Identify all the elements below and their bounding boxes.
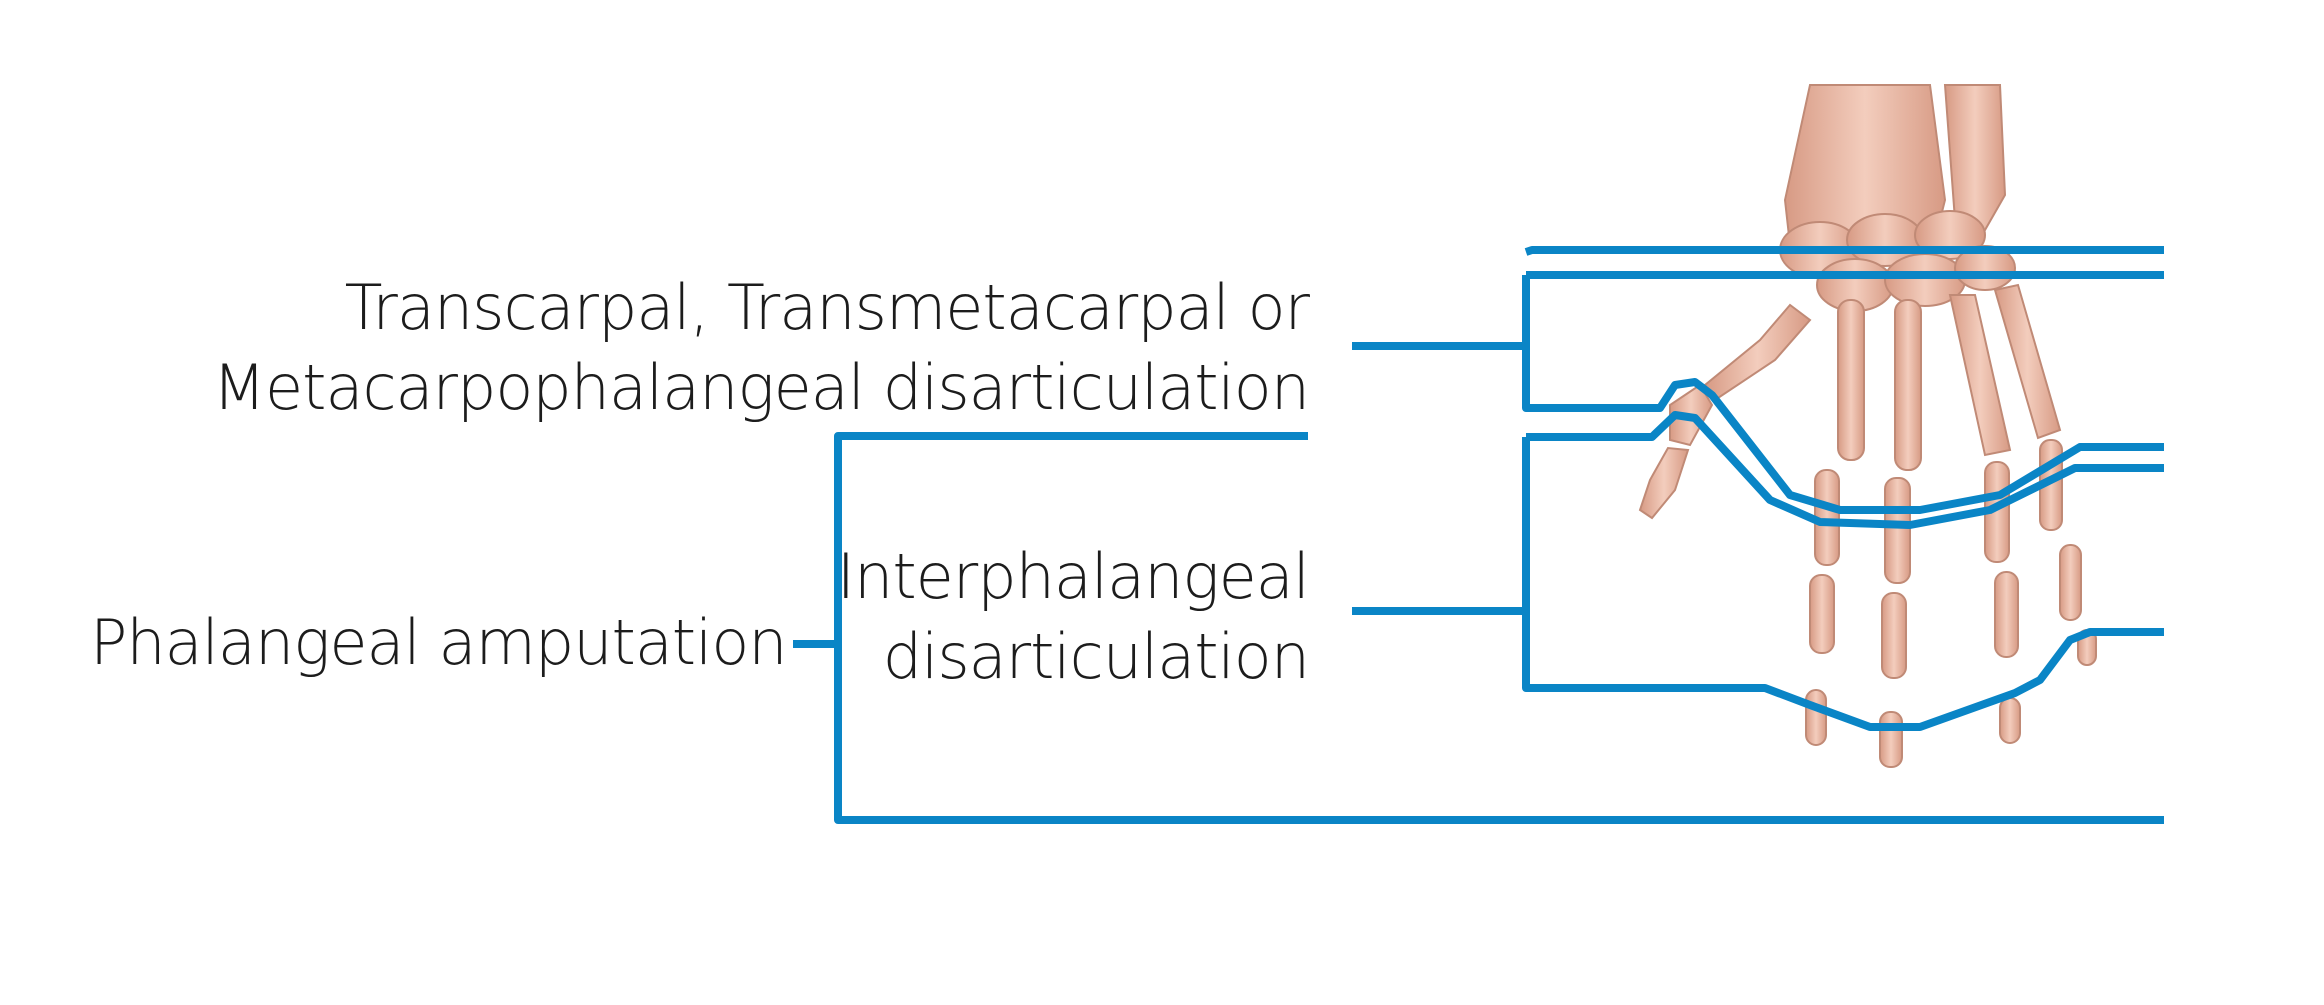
phalanx-bone — [1999, 697, 2021, 744]
interphalangeal-label: Interphalangeal disarticulation — [836, 537, 1310, 697]
phalanx-bone — [1879, 711, 1903, 768]
phalanx-bone — [1809, 574, 1835, 654]
metacarpal-bone — [1948, 294, 2012, 457]
hand-bones — [1638, 84, 2097, 768]
phalanx-bone — [1638, 446, 1690, 520]
amputation-level-lines — [793, 246, 2164, 824]
lower-bracket — [1352, 437, 2164, 731]
transcarpal-label-line1: Transcarpal, Transmetacarpal or — [344, 271, 1310, 344]
phalanx-bone — [2059, 544, 2082, 621]
metacarpal-bone — [1993, 283, 2062, 440]
transcarpal-label: Transcarpal, Transmetacarpal or Metacarp… — [213, 268, 1310, 428]
transcarpal-level-line — [1524, 246, 2164, 256]
phalangeal-label: Phalangeal amputation — [90, 606, 788, 679]
metacarpal-bone — [1837, 299, 1865, 461]
metacarpal-bone — [1894, 299, 1922, 471]
transcarpal-label-line2: Metacarpophalangeal disarticulation — [212, 351, 1310, 424]
phalanx-bone — [1994, 571, 2019, 658]
phalanx-bone — [1881, 592, 1907, 679]
interphalangeal-label-line1: Interphalangeal — [836, 540, 1310, 613]
phalanx-bone — [1805, 689, 1827, 746]
metacarpal-bone — [1703, 303, 1812, 402]
phalangeal-bracket — [793, 432, 2164, 824]
ulna-bone — [1943, 84, 2007, 232]
metacarpophalangeal-level-line — [1526, 411, 2164, 529]
phalanx-bone — [1884, 477, 1911, 584]
interphalangeal-label-line2: disarticulation — [882, 620, 1310, 693]
upper-bracket — [1352, 275, 2164, 514]
